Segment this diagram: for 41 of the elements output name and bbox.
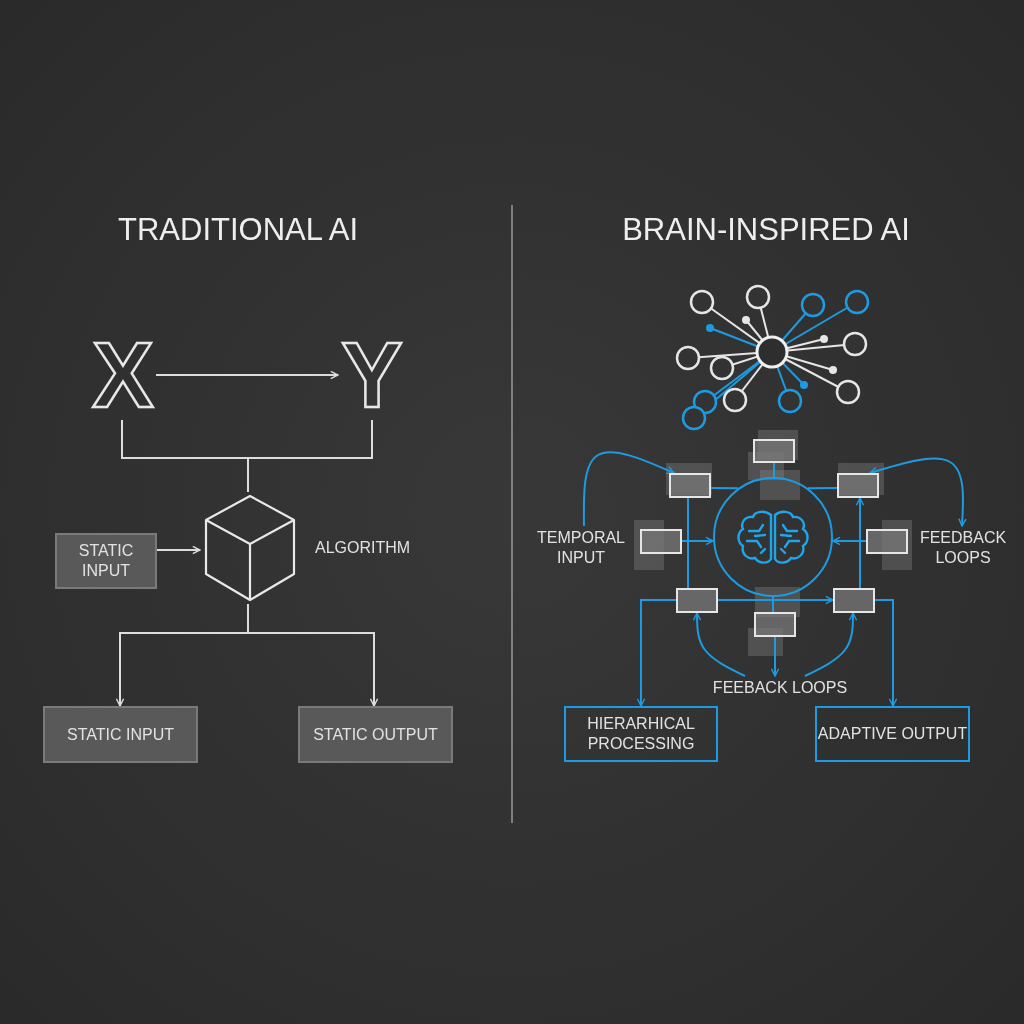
connector-arrow <box>636 599 677 707</box>
connector-arrow <box>855 497 865 589</box>
node-caption: ALGORITHM <box>315 538 411 558</box>
connector-arrow <box>874 599 898 707</box>
connector-arrow <box>831 536 867 546</box>
connector-arrow <box>869 457 967 527</box>
node-label: STATIC INPUT <box>67 724 174 745</box>
process-box <box>298 706 453 763</box>
connector-arrow <box>681 536 715 546</box>
connector-arrow <box>155 370 339 380</box>
layer-box <box>669 473 711 498</box>
layer-box <box>837 473 879 498</box>
node-label: FEEDBACK LOOPS <box>918 528 1008 568</box>
connector-arrow <box>156 545 201 555</box>
layer-box <box>676 588 718 613</box>
layer-box <box>754 612 796 637</box>
node-label: STATIC INPUT <box>77 541 135 581</box>
node-label: STATIC OUTPUT <box>313 724 438 745</box>
node-label: ADAPTIVE OUTPUT <box>817 724 968 744</box>
connector-arrow <box>692 612 746 677</box>
process-box <box>55 533 157 589</box>
process-box <box>43 706 198 763</box>
section-heading: TRADITIONAL AI <box>118 212 358 248</box>
variable-glyph: X <box>92 330 154 420</box>
connector-arrow <box>247 603 379 707</box>
layer-box <box>640 529 682 554</box>
connector-arrow <box>770 636 780 677</box>
output-box <box>564 706 718 762</box>
layer-box <box>753 439 795 463</box>
layer-box <box>833 588 875 613</box>
connector-arrow <box>717 595 834 605</box>
connector-arrow <box>582 451 675 527</box>
output-box <box>815 706 970 762</box>
node-label: HIERARHICAL PROCESSING <box>586 714 696 754</box>
connector-arrow <box>804 612 858 677</box>
node-label: FEEBACK LOOPS <box>712 678 848 698</box>
layer-box <box>866 529 908 554</box>
brain-circle <box>713 477 833 597</box>
node-label: TEMPORAL INPUT <box>536 528 626 568</box>
section-heading: BRAIN-INSPIRED AI <box>622 212 910 248</box>
variable-glyph: Y <box>341 330 403 420</box>
